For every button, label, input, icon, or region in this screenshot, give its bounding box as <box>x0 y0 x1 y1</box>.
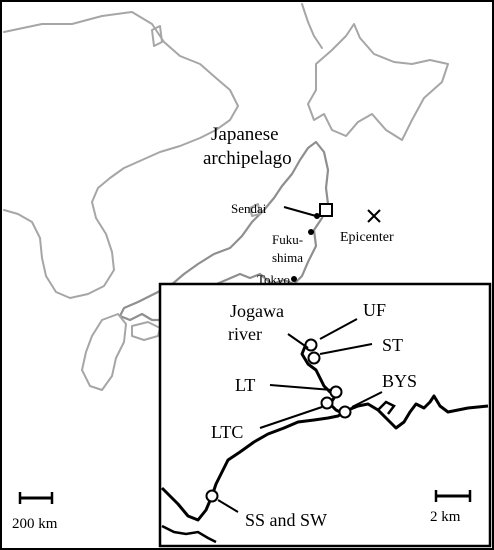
tokyo-dot <box>291 276 297 282</box>
site-st-marker <box>307 351 321 365</box>
inset-frame <box>158 282 492 548</box>
kyushu-coastline <box>81 313 127 391</box>
site-uf-marker <box>304 338 318 352</box>
small-island-coastline <box>151 25 163 47</box>
sado-island-coastline <box>249 203 261 217</box>
river-label-line1: Jogawa <box>230 301 284 321</box>
inset-map: Jogawa river UF ST LT BYS LTC SS and SW … <box>158 282 492 548</box>
site-bys-label: BYS <box>382 371 417 391</box>
site-lt-label: LT <box>235 375 255 395</box>
site-ltc-marker <box>320 396 334 410</box>
fukushima-label-line1: Fuku- <box>272 232 303 247</box>
ss-sw-leader-line <box>217 499 239 513</box>
region-title-line1: Japanese <box>211 124 279 145</box>
site-ss-sw-label: SS and SW <box>245 510 327 530</box>
sendai-dot <box>314 213 320 219</box>
fukushima-label-line2: shima <box>272 250 303 265</box>
river-leader-line <box>287 333 309 349</box>
coastlines <box>3 3 449 391</box>
site-ltc-label: LTC <box>211 422 243 442</box>
fukushima-dot <box>308 229 314 235</box>
site-st-label: ST <box>382 335 403 355</box>
sendai-leader-line <box>283 206 317 217</box>
site-uf-label: UF <box>363 300 386 320</box>
inset-coastline-west <box>161 524 217 544</box>
site-bys-marker <box>338 405 352 419</box>
epicenter-cross-icon <box>367 209 381 223</box>
region-title-line2: archipelago <box>203 148 292 169</box>
bys-leader-line <box>351 391 383 408</box>
epicenter-label: Epicenter <box>340 230 394 245</box>
inset-scale-label: 2 km <box>430 509 461 525</box>
lt-leader-line <box>269 384 333 391</box>
inset-scale-bar <box>434 490 472 502</box>
st-leader-line <box>319 343 373 355</box>
sakhalin-coastline <box>301 3 323 49</box>
sendai-label: Sendai <box>231 201 267 216</box>
inset-coastline-hook <box>377 400 396 415</box>
ltc-leader-line <box>259 406 323 429</box>
main-scale-label: 200 km <box>12 516 58 532</box>
river-label-line2: river <box>228 324 262 344</box>
site-ss-sw-marker <box>205 489 219 503</box>
main-scale-bar <box>18 492 54 504</box>
uf-leader-line <box>319 318 358 340</box>
hokkaido-coastline <box>307 23 449 141</box>
site-lt-marker <box>329 385 343 399</box>
study-area-box <box>319 203 333 217</box>
shikoku-coastline <box>131 321 161 341</box>
